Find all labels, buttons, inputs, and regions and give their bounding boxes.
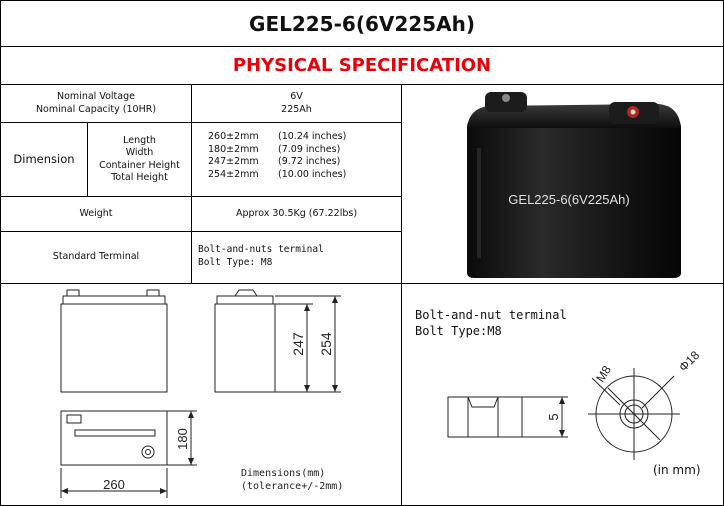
terminal-value: Bolt-and-nuts terminal Bolt Type: M8 <box>198 244 398 274</box>
dimension-values: 260±2mm 180±2mm 247±2mm 254±2mm <box>208 131 288 191</box>
total-height-label: Total Height <box>111 172 168 183</box>
dim-260-label: 260 <box>103 477 125 492</box>
dimension-divider <box>87 122 88 196</box>
dimension-note-line1: Dimensions(mm) <box>241 468 325 479</box>
total-height-value: 254±2mm <box>208 168 259 180</box>
dim-254-label: 254 <box>318 332 334 356</box>
units-note: (in mm) <box>653 463 701 477</box>
length-inches: (10.24 inches) <box>278 131 347 142</box>
dim-phi18-label: Φ18 <box>676 348 702 374</box>
weight-label: Weight <box>79 207 113 219</box>
nominal-capacity-value: 225Ah <box>281 103 312 115</box>
dim-m8-label: M8 <box>593 363 614 385</box>
container-height-label: Container Height <box>99 159 180 171</box>
nominal-voltage-label: Nominal Voltage <box>57 91 135 102</box>
width-label: Width <box>125 147 154 158</box>
dimension-names: Length Width Container Height Total Heig… <box>88 123 191 196</box>
length-label: Length <box>123 134 156 146</box>
container-height-value: 247±2mm <box>208 156 259 167</box>
terminal-drawing: 5 M8 Φ18 <box>447 348 702 460</box>
row-divider <box>1 231 401 232</box>
terminal-bolt: Bolt Type: M8 <box>198 256 273 268</box>
width-inches: (7.09 inches) <box>278 143 341 155</box>
dimension-label: Dimension <box>13 152 75 167</box>
battery-photo: GEL225-6(6V225Ah) <box>467 92 681 278</box>
width-value: 180±2mm <box>208 143 259 155</box>
page-title: GEL225-6(6V225Ah) <box>1 1 723 47</box>
dim-180-label: 180 <box>175 428 190 450</box>
total-height-inches: (10.00 inches) <box>278 168 347 180</box>
column-divider <box>401 85 402 505</box>
nominal-values: 6V 225Ah <box>192 85 401 122</box>
weight-value: Approx 30.5Kg (67.22lbs) <box>235 207 358 219</box>
nominal-voltage-value: 6V <box>290 91 303 102</box>
dim-247-label: 247 <box>290 332 306 356</box>
section-title: PHYSICAL SPECIFICATION <box>1 47 723 85</box>
row-divider <box>1 122 401 123</box>
terminal-title: Bolt-and-nut terminal <box>415 308 567 322</box>
dimension-note-line2: (tolerance+/-2mm) <box>241 481 343 492</box>
table-divider <box>191 85 192 283</box>
terminal-type: Bolt-and-nuts terminal <box>198 244 324 255</box>
battery-photo-label: GEL225-6(6V225Ah) <box>508 192 629 207</box>
row-divider <box>1 283 723 284</box>
terminal-label: Standard Terminal <box>52 251 140 263</box>
container-height-inches: (9.72 inches) <box>278 156 341 167</box>
dimension-drawing: 247 254 180 260 Dimensions(mm) (toleranc… <box>60 289 343 498</box>
dimension-inches: (10.24 inches) (7.09 inches) (9.72 inche… <box>278 131 388 191</box>
dim-5-label: 5 <box>546 413 561 420</box>
row-divider <box>1 196 401 197</box>
nominal-labels: Nominal Voltage Nominal Capacity (10HR) <box>1 85 191 122</box>
terminal-bolt-type: Bolt Type:M8 <box>415 324 502 338</box>
length-value: 260±2mm <box>208 131 259 142</box>
nominal-capacity-label: Nominal Capacity (10HR) <box>35 103 157 115</box>
